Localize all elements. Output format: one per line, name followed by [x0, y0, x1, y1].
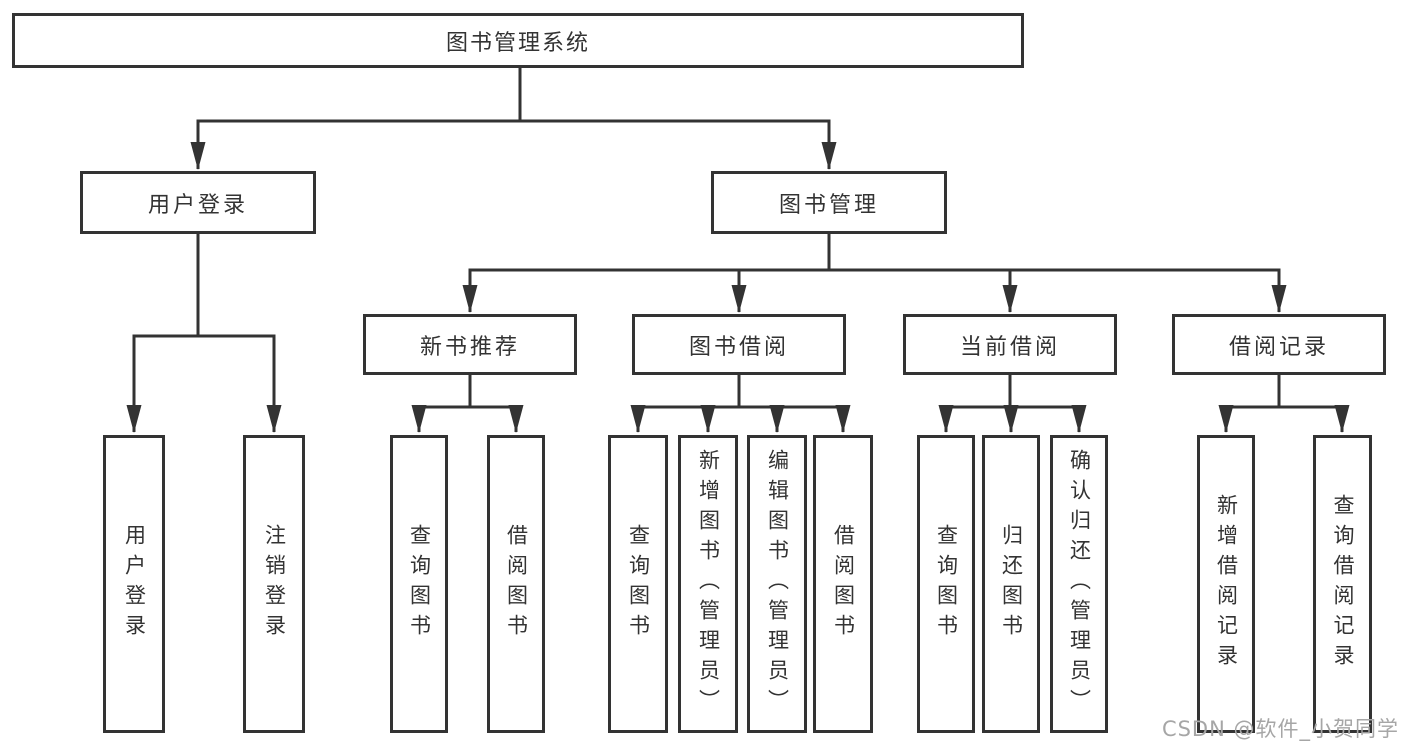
leaf-query-books-current: 查询图书: [917, 435, 975, 733]
node-current-borrow: 当前借阅: [903, 314, 1117, 375]
root-to-level2-connector: [190, 68, 837, 170]
node-user-login: 用户登录: [80, 171, 316, 234]
book-management-subtree-connector: [462, 234, 1287, 313]
node-new-book-recommend: 新书推荐: [363, 314, 577, 375]
borrow-records-subtree-connector: [1218, 375, 1350, 433]
user-login-subtree-connector: [126, 234, 282, 433]
leaf-borrow-books-recommend: 借阅图书: [487, 435, 545, 733]
leaf-logout: 注销登录: [243, 435, 305, 733]
leaf-confirm-return-admin: 确认归还（管理员）: [1050, 435, 1108, 733]
leaf-query-books-borrow: 查询图书: [608, 435, 668, 733]
current-borrow-subtree-connector: [938, 375, 1087, 433]
leaf-add-books-admin: 新增图书（管理员）: [678, 435, 738, 733]
leaf-edit-books-admin: 编辑图书（管理员）: [747, 435, 807, 733]
book-borrow-subtree-connector: [630, 375, 851, 433]
leaf-add-books-admin-label: 新增图书（管理员）: [696, 449, 721, 719]
leaf-borrow-books: 借阅图书: [813, 435, 873, 733]
leaf-user-login-label: 用户登录: [122, 524, 147, 644]
leaf-query-books-borrow-label: 查询图书: [626, 524, 651, 644]
node-book-borrow-label: 图书借阅: [688, 334, 789, 360]
node-book-management-label: 图书管理: [778, 192, 879, 218]
node-book-management: 图书管理: [711, 171, 947, 234]
node-borrow-records-label: 借阅记录: [1228, 334, 1329, 360]
root-node-label: 图书管理系统: [445, 30, 590, 56]
leaf-query-borrow-record: 查询借阅记录: [1313, 435, 1372, 733]
csdn-watermark: CSDN @软件_小贺同学: [1161, 717, 1399, 741]
node-current-borrow-label: 当前借阅: [959, 334, 1060, 360]
node-user-login-label: 用户登录: [147, 192, 248, 218]
leaf-add-borrow-record-label: 新增借阅记录: [1214, 494, 1239, 674]
leaf-query-books-recommend: 查询图书: [390, 435, 448, 733]
leaf-query-borrow-record-label: 查询借阅记录: [1331, 494, 1355, 674]
root-node-library-system: 图书管理系统: [12, 13, 1024, 68]
node-new-book-recommend-label: 新书推荐: [419, 334, 520, 360]
leaf-borrow-books-recommend-label: 借阅图书: [504, 524, 529, 644]
leaf-borrow-books-label: 借阅图书: [831, 524, 856, 644]
leaf-return-books-label: 归还图书: [999, 524, 1024, 644]
leaf-user-login: 用户登录: [103, 435, 165, 733]
leaf-edit-books-admin-label: 编辑图书（管理员）: [765, 449, 790, 719]
node-book-borrow: 图书借阅: [632, 314, 846, 375]
leaf-query-books-recommend-label: 查询图书: [407, 524, 432, 644]
leaf-return-books: 归还图书: [982, 435, 1040, 733]
leaf-logout-label: 注销登录: [262, 524, 287, 644]
leaf-add-borrow-record: 新增借阅记录: [1197, 435, 1255, 733]
node-borrow-records: 借阅记录: [1172, 314, 1386, 375]
leaf-confirm-return-admin-label: 确认归还（管理员）: [1067, 449, 1092, 719]
new-book-subtree-connector: [411, 375, 524, 433]
leaf-query-books-current-label: 查询图书: [934, 524, 959, 644]
